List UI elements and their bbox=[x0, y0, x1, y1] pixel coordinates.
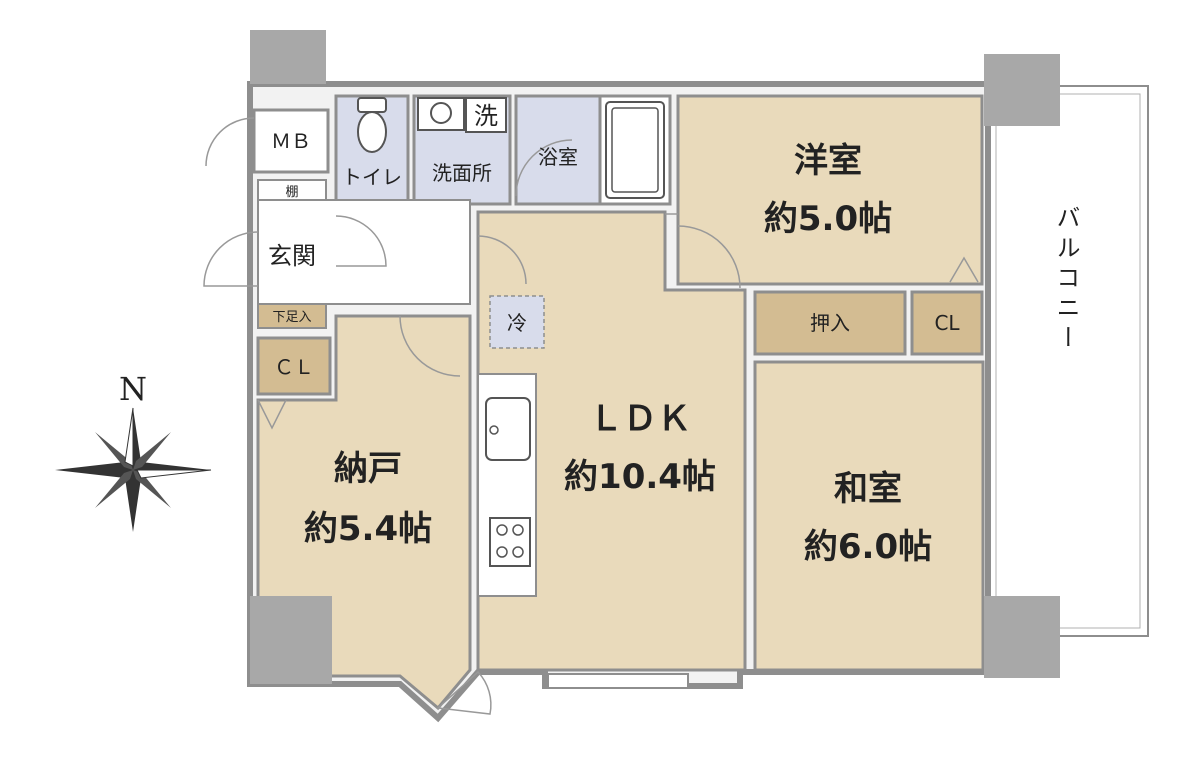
labels: N ＭＢ 棚 トイレ 洗 洗面所 浴室 洋室 約5.0帖 玄関 下足入 ＣＬ 冷… bbox=[119, 102, 1080, 567]
entrance-label: 玄関 bbox=[268, 242, 316, 270]
sink-icon bbox=[485, 397, 531, 461]
washer-label: 洗 bbox=[474, 102, 498, 130]
mb-label: ＭＢ bbox=[271, 129, 311, 153]
kitchen-counter bbox=[477, 373, 537, 597]
oshiire-label: 押入 bbox=[810, 311, 850, 335]
mb-box bbox=[252, 108, 330, 174]
cl-left-label: ＣＬ bbox=[274, 355, 314, 379]
washroom-label: 洗面所 bbox=[432, 161, 492, 185]
shelf-label: 棚 bbox=[285, 185, 298, 200]
compass-icon bbox=[55, 407, 212, 532]
toilet-label: トイレ bbox=[342, 165, 402, 189]
ldk-name: ＬＤＫ bbox=[589, 399, 691, 439]
cl-right-closet bbox=[910, 290, 984, 356]
balcony-label: バルコニー bbox=[1052, 205, 1080, 355]
entrance-hall bbox=[257, 199, 471, 305]
bathtub-icon bbox=[605, 101, 665, 199]
fridge-space bbox=[489, 295, 545, 349]
western-room-name: 洋室 bbox=[794, 141, 862, 181]
room-fills bbox=[252, 94, 985, 711]
column-top-left bbox=[250, 30, 326, 84]
shelf-box bbox=[257, 179, 327, 201]
bath-label: 浴室 bbox=[538, 145, 578, 169]
cl-right-label: CL bbox=[934, 311, 960, 335]
compass-north-label: N bbox=[119, 370, 147, 408]
japanese-room-name: 和室 bbox=[834, 469, 902, 509]
japanese-room-size: 約6.0帖 bbox=[804, 527, 932, 567]
ldk-size: 約10.4帖 bbox=[564, 457, 716, 497]
column-top-right bbox=[984, 54, 1060, 126]
shoe-rack-label: 下足入 bbox=[272, 310, 311, 325]
oshiire-closet bbox=[753, 290, 907, 356]
column-bottom-left bbox=[250, 596, 332, 684]
western-room bbox=[676, 94, 984, 286]
balcony-area bbox=[987, 85, 1149, 637]
fridge-label: 冷 bbox=[507, 311, 527, 335]
storage-size: 約5.4帖 bbox=[304, 509, 432, 549]
storage-name: 納戸 bbox=[334, 449, 402, 489]
door-swings bbox=[203, 117, 979, 715]
toilet-tank-icon bbox=[357, 97, 387, 113]
columns bbox=[250, 30, 1060, 684]
western-room-size: 約5.0帖 bbox=[764, 199, 892, 239]
toilet-bowl-icon bbox=[357, 111, 387, 153]
column-bottom-right bbox=[984, 596, 1060, 678]
stove-icon bbox=[489, 517, 531, 567]
cl-left-closet bbox=[256, 336, 332, 396]
washer-box bbox=[465, 97, 507, 133]
window-ldk bbox=[547, 673, 689, 689]
japanese-room bbox=[753, 360, 985, 672]
fixtures bbox=[357, 97, 665, 199]
